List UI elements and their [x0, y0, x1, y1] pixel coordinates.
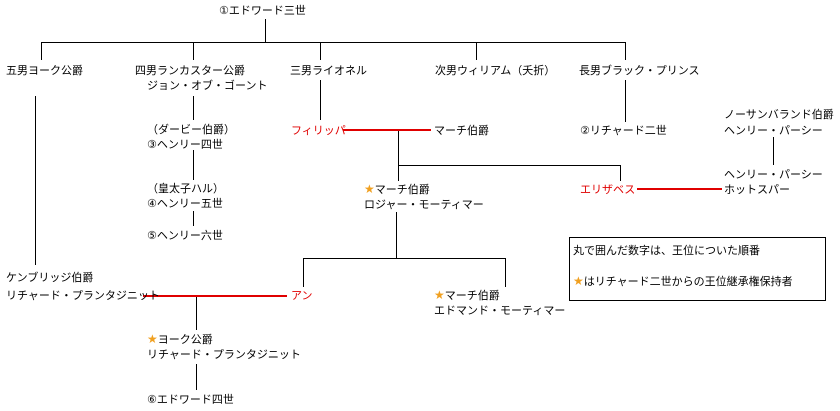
star-icon: ★ — [434, 288, 445, 302]
node-edward-iv: ⑥エドワード四世 — [147, 393, 234, 406]
node-lionel: 三男ライオネル — [290, 64, 367, 77]
node-northumberland-name: ヘンリー・パーシー — [724, 124, 823, 137]
node-cambridge-name: リチャード・プランタジニット — [6, 289, 160, 302]
star-icon: ★ — [147, 332, 158, 346]
legend-line-1: 丸で囲んだ数字は、王位についた順番 — [573, 244, 760, 257]
march-edmund-title-text: マーチ伯爵 — [444, 289, 500, 302]
node-black-prince: 長男ブラック・プリンス — [579, 64, 700, 77]
york-duke-title-text: ヨーク公爵 — [157, 333, 213, 346]
node-lancaster-name: ジョン・オブ・ゴーント — [147, 79, 268, 92]
node-northumberland-title: ノーサンバランド伯爵 — [724, 108, 834, 121]
star-icon: ★ — [364, 182, 375, 196]
node-march-earl: マーチ伯爵 — [434, 124, 489, 137]
node-anne: アン — [291, 289, 313, 302]
node-york-duke-title: ★ヨーク公爵 — [147, 332, 213, 347]
star-icon: ★ — [573, 274, 584, 288]
node-william: 次男ウィリアム（夭折） — [435, 64, 556, 77]
node-cambridge-title: ケンブリッジ伯爵 — [6, 271, 94, 284]
legend-line-2: ★はリチャード二世からの王位継承権保持者 — [573, 274, 793, 289]
node-york-duke-name: リチャード・プランタジニット — [147, 348, 301, 361]
node-hal-title: （皇太子ハル） — [147, 182, 224, 195]
node-hotspur-name: ヘンリー・パーシー — [724, 168, 823, 181]
node-hotspur-alias: ホットスパー — [724, 183, 790, 196]
node-lancaster-title: 四男ランカスター公爵 — [135, 64, 245, 77]
node-march-edmund-title: ★マーチ伯爵 — [434, 288, 500, 303]
node-york-fifth-son: 五男ヨーク公爵 — [6, 64, 83, 77]
node-henry-iv-title: （ダービー伯爵） — [147, 123, 235, 136]
node-elizabeth: エリザベス — [580, 183, 636, 196]
node-philippa: フィリッパ — [291, 124, 346, 137]
node-henry-v: ④ヘンリー五世 — [147, 197, 223, 210]
legend-line-2-text: はリチャード二世からの王位継承権保持者 — [583, 275, 793, 288]
march-roger-title-text: マーチ伯爵 — [374, 183, 430, 196]
node-edward-iii: ①エドワード三世 — [219, 4, 306, 17]
node-henry-vi: ⑤ヘンリー六世 — [147, 229, 223, 242]
node-henry-iv: ③ヘンリー四世 — [147, 138, 223, 151]
node-richard-ii: ②リチャード二世 — [580, 124, 667, 137]
node-march-roger-name: ロジャー・モーティマー — [364, 198, 484, 211]
legend-box: 丸で囲んだ数字は、王位についた順番 ★はリチャード二世からの王位継承権保持者 — [569, 237, 826, 301]
node-march-roger-title: ★マーチ伯爵 — [364, 182, 430, 197]
node-march-edmund-name: エドマンド・モーティマー — [434, 304, 566, 317]
